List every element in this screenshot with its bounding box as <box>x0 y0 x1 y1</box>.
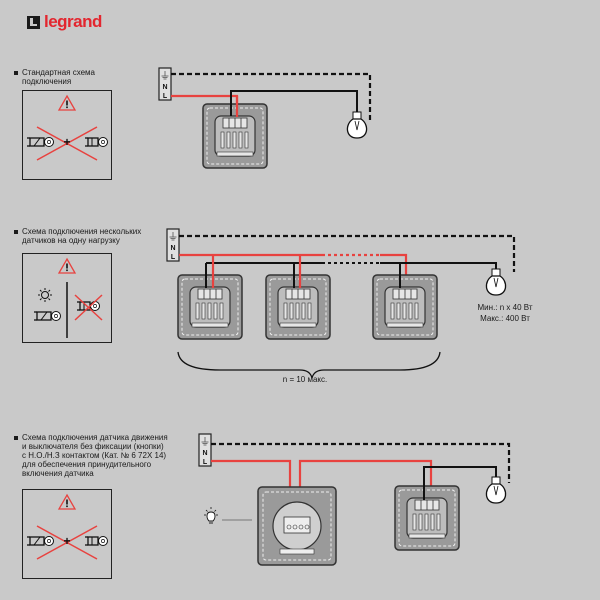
indicator-light-icon <box>204 507 218 524</box>
section-1-title: Стандартная схема подключения <box>14 68 95 86</box>
legrand-logo-text: legrand <box>44 12 102 31</box>
load-wire <box>423 466 497 500</box>
sensor-mechanism-icon <box>265 274 331 340</box>
pushbutton-icon <box>76 300 101 312</box>
neutral-label: N <box>162 84 167 91</box>
sensor-icon <box>26 136 55 148</box>
bullet-icon <box>14 70 18 75</box>
live-label: L <box>203 459 208 466</box>
scheme-3: N L <box>198 433 511 566</box>
bullet-icon <box>14 229 18 234</box>
sensor-icon <box>26 535 55 547</box>
max-count-caption: n = 10 макс. <box>282 375 328 384</box>
neutral-label: N <box>202 450 207 457</box>
legrand-logo-mark <box>27 15 40 29</box>
section-3-title: Схема подключения датчика движения и вык… <box>14 433 168 478</box>
lamp-icon <box>485 476 507 504</box>
sensor-mechanism-icon <box>202 103 268 169</box>
warning-triangle-icon <box>58 258 76 274</box>
warning-box-1 <box>22 90 112 180</box>
load-wire <box>230 90 358 116</box>
scheme-1: N L <box>158 67 372 169</box>
load-max-caption: Макс.: 400 Вт <box>480 314 530 323</box>
scheme-2: N L <box>166 228 516 379</box>
lamp-icon <box>485 268 507 296</box>
sensor-mechanism-icon <box>177 274 243 340</box>
warning-triangle-icon <box>58 494 76 510</box>
pushbutton-mechanism-icon <box>257 486 337 566</box>
live-label: L <box>163 93 168 100</box>
plus-icon: + <box>63 135 70 149</box>
light-sensor-icon <box>38 288 52 302</box>
plus-icon: + <box>63 534 70 548</box>
warning-triangle-icon <box>58 95 76 111</box>
legrand-logo: legrand <box>27 12 102 32</box>
load-min-caption: Мин.: n x 40 Вт <box>477 303 533 312</box>
neutral-wire <box>211 442 511 483</box>
section-2-title: Схема подключения нескольких датчиков на… <box>14 227 141 245</box>
group-brace <box>177 351 441 379</box>
bullet-icon <box>14 435 18 440</box>
warning-box-2 <box>22 253 112 343</box>
live-label: L <box>171 254 176 261</box>
lamp-icon <box>346 111 368 139</box>
neutral-wire <box>171 72 372 122</box>
pushbutton-icon <box>84 136 109 148</box>
pushbutton-icon <box>84 535 109 547</box>
sensor-mechanism-icon <box>394 485 460 551</box>
warning-box-3 <box>22 489 112 579</box>
neutral-label: N <box>170 245 175 252</box>
sensor-icon <box>33 310 62 322</box>
sensor-mechanism-icon <box>372 274 438 340</box>
